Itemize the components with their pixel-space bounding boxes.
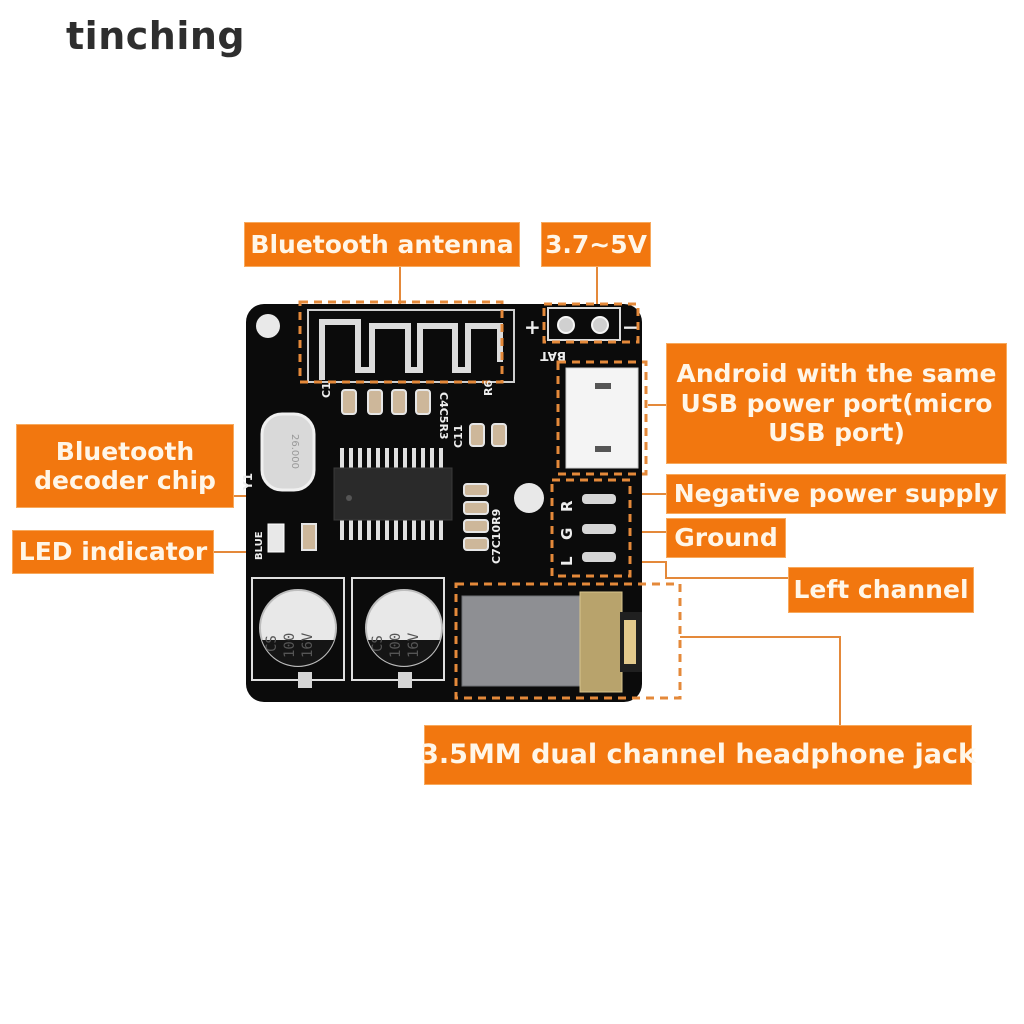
label-negative-power-supply: Negative power supply xyxy=(666,474,1006,514)
label-led-indicator: LED indicator xyxy=(12,530,214,574)
label-voltage: 3.7~5V xyxy=(541,222,651,267)
usb-tab-bottom xyxy=(595,446,611,452)
smd-right xyxy=(463,483,489,551)
c11-mark: C11 xyxy=(452,425,465,448)
pin-g-mark: G xyxy=(558,528,576,540)
usb-tab-top xyxy=(595,383,611,389)
label-usb-port: Android with the same USB power port(mic… xyxy=(666,343,1007,464)
cap2-brand: CS xyxy=(370,635,386,652)
bat-pad-box xyxy=(547,307,621,341)
cap2-value: 100 xyxy=(388,633,404,658)
smd-row xyxy=(341,389,507,447)
pin-r-mark: R xyxy=(558,500,576,512)
label-ground: Ground xyxy=(666,518,786,558)
pin-l-mark: L xyxy=(558,556,576,566)
jack-leader xyxy=(680,636,841,725)
c1-mark: C1 xyxy=(320,382,333,398)
cap2-voltage: 16V xyxy=(406,632,422,658)
bat-mark: BAT xyxy=(539,349,566,363)
bat-plus-pad xyxy=(557,316,575,334)
left-channel-leader xyxy=(625,561,788,579)
antenna-outline xyxy=(298,300,504,384)
brand-watermark: tinching xyxy=(66,14,246,58)
label-left-channel: Left channel xyxy=(788,567,974,613)
antenna-trace xyxy=(307,309,515,383)
headphone-jack-body xyxy=(461,595,585,687)
label-bluetooth-antenna: Bluetooth antenna xyxy=(244,222,520,267)
crystal-marking: 26.000 xyxy=(289,434,300,469)
capacitor-2: CS 100 16V xyxy=(351,577,445,681)
c-right-mark: C7C10R9 xyxy=(490,509,503,564)
headphone-jack-ring xyxy=(624,620,636,664)
jack-outline xyxy=(454,582,682,700)
label-headphone-jack: 3.5MM dual channel headphone jack xyxy=(420,725,976,785)
cap1-voltage: 16V xyxy=(300,632,316,658)
c-group-mark: C4C5R3 xyxy=(437,392,450,440)
decoder-chip xyxy=(333,467,453,521)
y1-mark: Y1 xyxy=(241,473,255,491)
capacitor-1: CS 100 16V xyxy=(251,577,345,681)
crystal xyxy=(260,412,316,492)
bat-minus-pad xyxy=(591,316,609,334)
output-pads xyxy=(582,494,616,562)
cap1-brand: CS xyxy=(264,635,280,652)
led-mark: BLUE xyxy=(254,531,265,560)
chip-pin1-dot xyxy=(346,495,352,501)
pins-outline xyxy=(550,478,632,578)
cap1-value: 100 xyxy=(282,633,298,658)
headphone-jack-shield xyxy=(579,591,623,693)
mounting-hole xyxy=(256,314,280,338)
plus-mark: + xyxy=(524,315,541,339)
minus-mark: − xyxy=(622,315,639,339)
cap2-pad xyxy=(398,672,412,688)
usb-outline xyxy=(556,360,648,476)
cap1-pad xyxy=(298,672,312,688)
mounting-hole-2 xyxy=(514,483,544,513)
led-resistor xyxy=(301,523,317,551)
label-bluetooth-decoder-chip: Bluetooth decoder chip xyxy=(16,424,234,508)
chip-pins xyxy=(340,448,443,540)
voltage-outline xyxy=(542,302,640,344)
led xyxy=(267,523,285,553)
r6-mark: R6 xyxy=(482,380,495,396)
